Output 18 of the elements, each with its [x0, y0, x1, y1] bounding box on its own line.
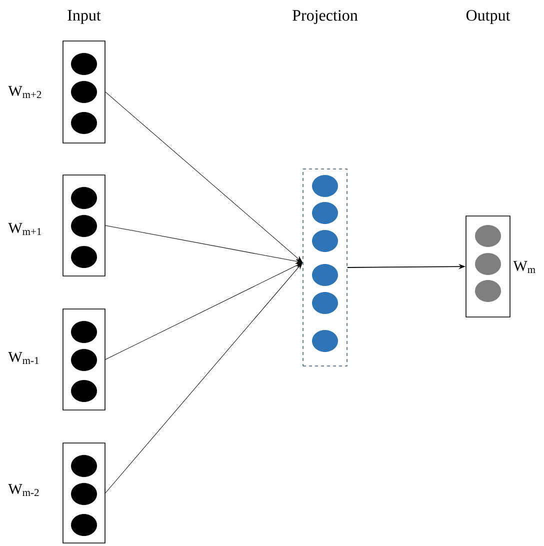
layer-box: [62, 308, 106, 410]
layer-box: [62, 442, 106, 544]
word-label: W$_{m-1}$: [8, 352, 39, 364]
layer-box: [302, 168, 348, 366]
layer-box: [466, 216, 510, 318]
layer-box: [62, 174, 106, 276]
word-label: W$_{m+1}$: [8, 223, 42, 235]
word-label: W$_{m+2}$: [8, 86, 42, 98]
word-label: W$_{m}$: [513, 261, 536, 273]
arrow: [105, 225, 302, 264]
arrow: [105, 262, 302, 360]
arrow: [105, 262, 302, 494]
column-heading: Projection: [292, 10, 358, 24]
arrow: [105, 92, 302, 262]
column-heading: Input: [68, 10, 101, 24]
column-heading: Output: [466, 10, 510, 24]
word-label: W$_{m-2}$: [8, 484, 39, 496]
layer-box: [62, 40, 106, 144]
